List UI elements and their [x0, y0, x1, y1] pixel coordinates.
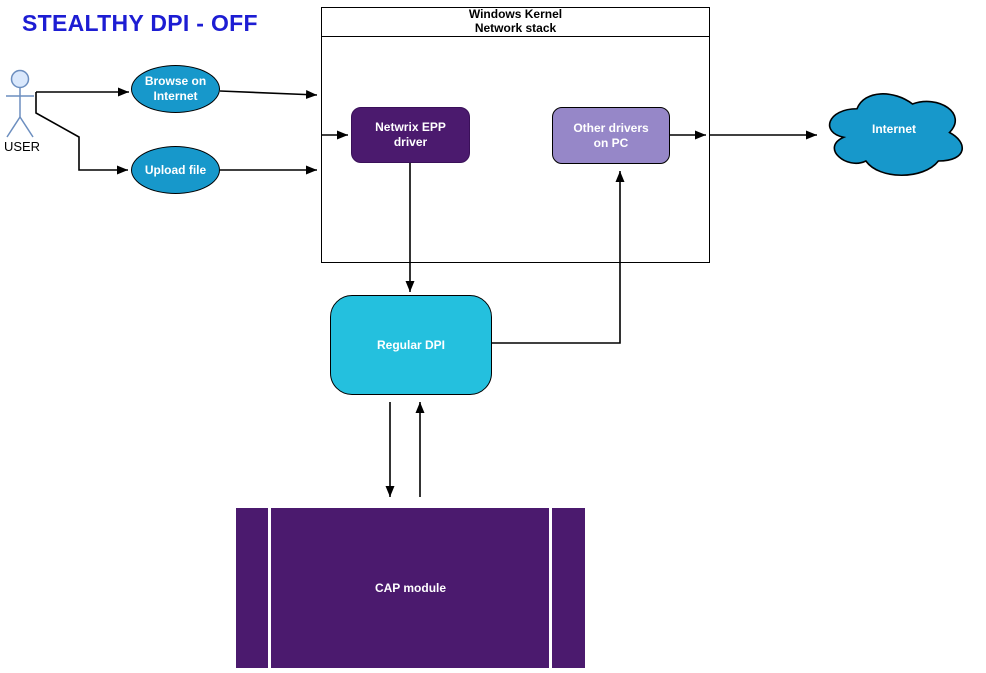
edge-user-to-upload [35, 92, 128, 175]
node-browse-label: Browse on Internet [144, 74, 207, 103]
actor-leg-right [19, 116, 34, 138]
node-regular-dpi-label: Regular DPI [376, 337, 445, 352]
cap-module-right-bar [549, 508, 552, 668]
node-upload-file[interactable]: Upload file [131, 146, 220, 194]
cap-module-left-bar [268, 508, 271, 668]
node-cap-module[interactable]: CAP module [236, 508, 585, 668]
kernel-title-line2: Network stack [474, 21, 557, 35]
node-upload-label: Upload file [144, 162, 207, 177]
actor-head [10, 69, 30, 89]
node-internet-label: Internet [871, 122, 916, 136]
page-title: STEALTHY DPI - OFF [22, 10, 258, 36]
node-other-drivers-label: Other drivers on PC [573, 120, 649, 150]
kernel-box-header: Windows Kernel Network stack [322, 7, 709, 37]
node-regular-dpi[interactable]: Regular DPI [330, 295, 492, 395]
user-actor-icon[interactable] [6, 69, 34, 138]
user-actor-label: USER [3, 139, 41, 154]
node-netwrix-epp-driver[interactable]: Netwrix EPP driver [351, 107, 470, 163]
actor-leg-left [6, 116, 21, 138]
node-browse-on-internet[interactable]: Browse on Internet [131, 65, 220, 113]
node-cap-module-label: CAP module [374, 580, 447, 595]
node-other-drivers-on-pc[interactable]: Other drivers on PC [552, 107, 670, 164]
edge-browse-to-kernel [219, 90, 318, 100]
node-netwrix-label: Netwrix EPP driver [375, 120, 446, 149]
kernel-title-line1: Windows Kernel [468, 7, 563, 22]
